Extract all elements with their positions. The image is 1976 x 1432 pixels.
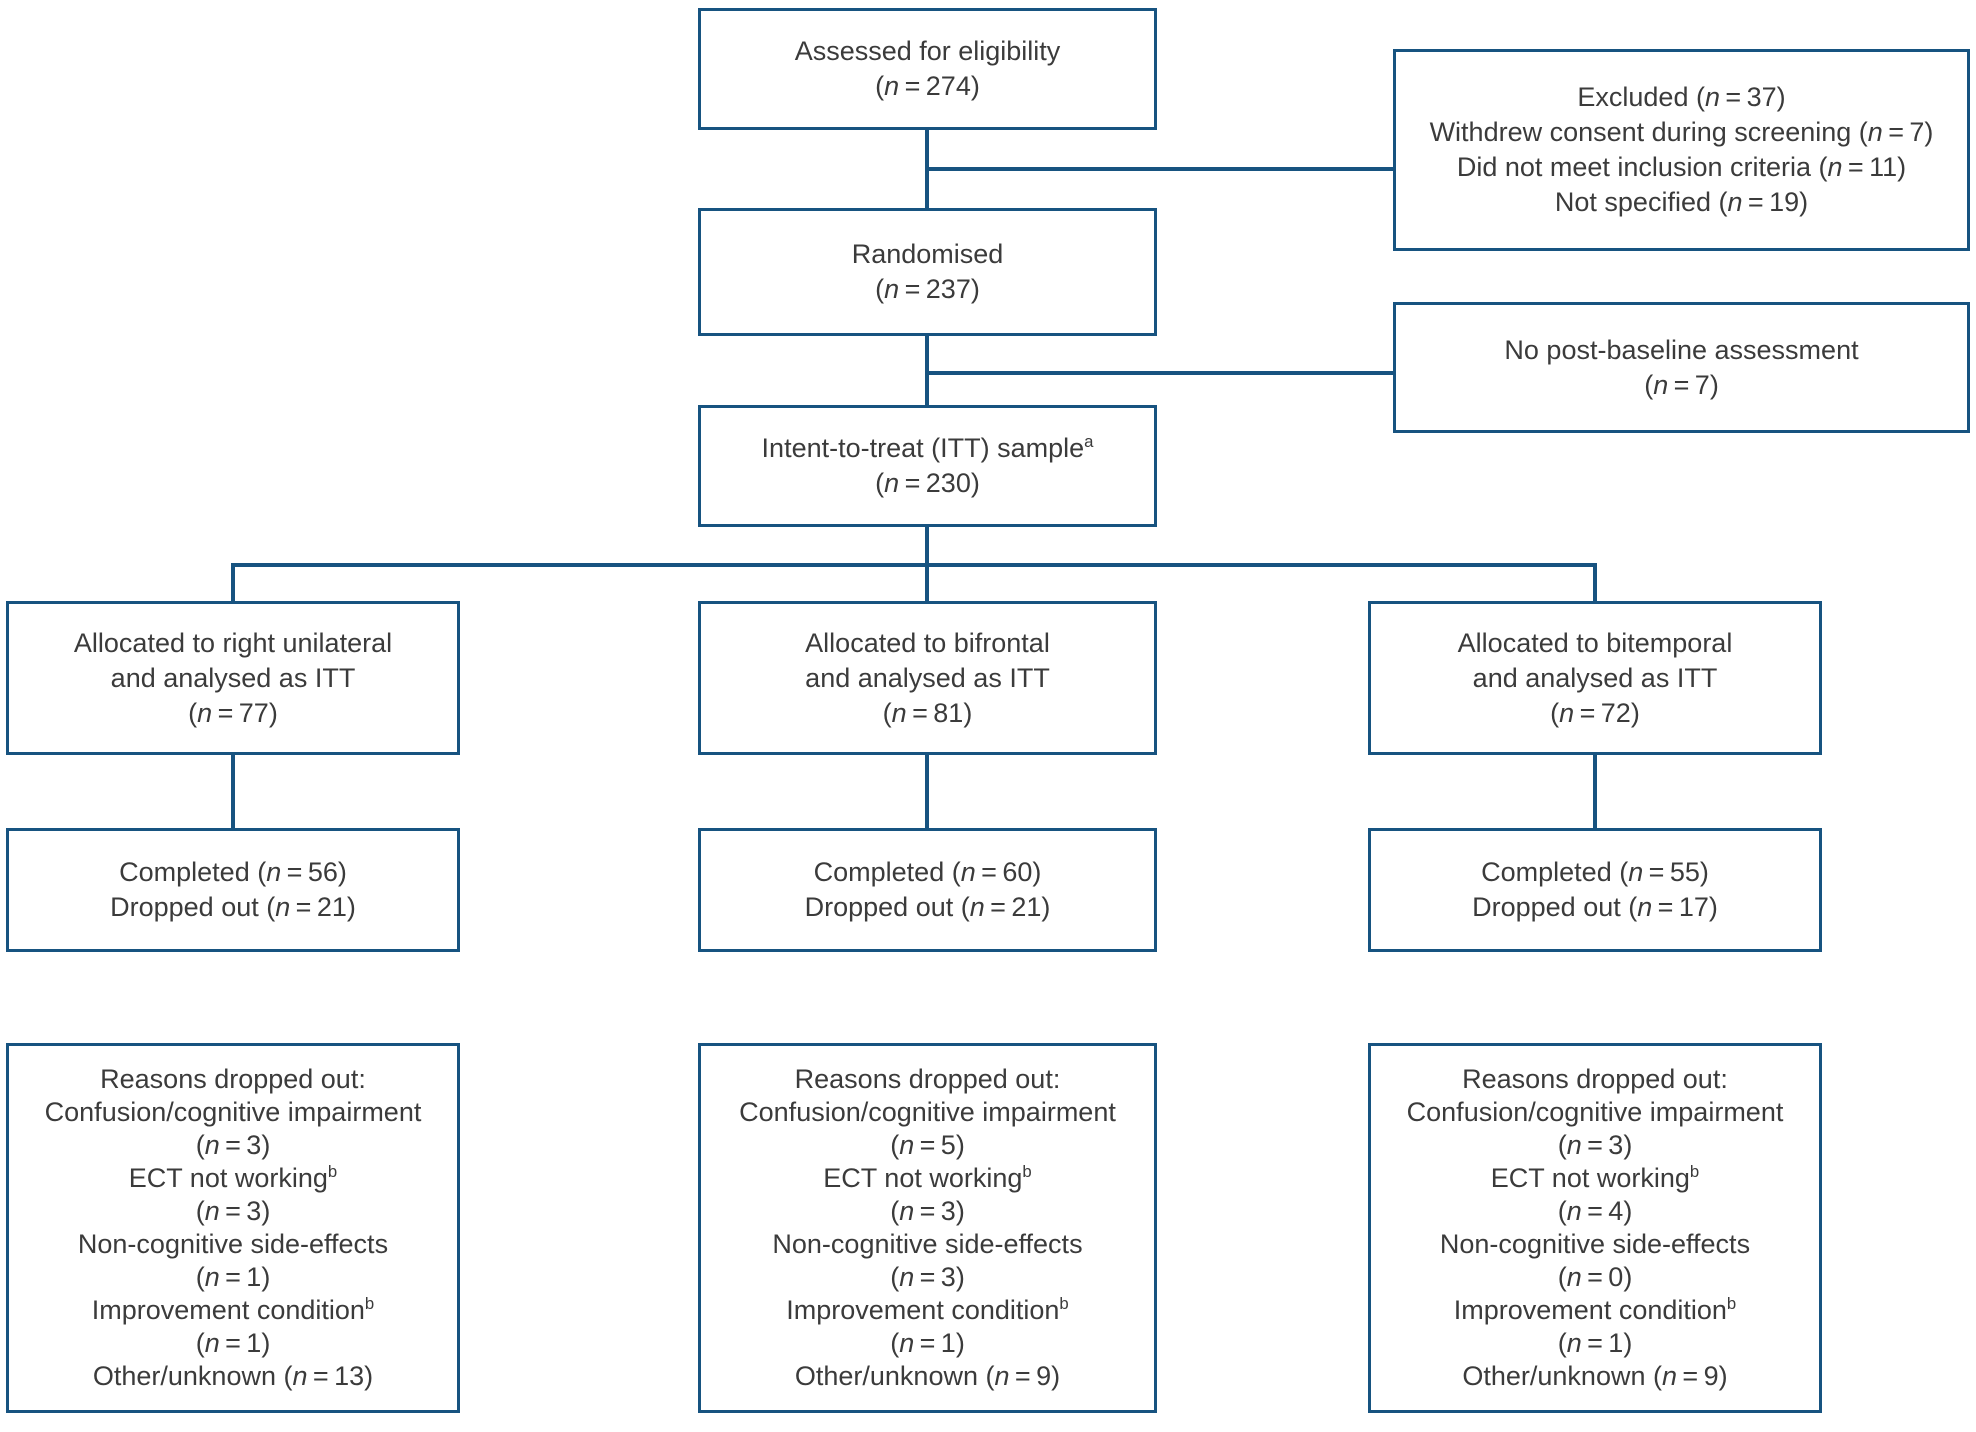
box-allocated-right-unilateral: Allocated to right unilateral and analyse… xyxy=(6,601,460,755)
box-itt-sample: Intent-to-treat (ITT) samplea (n = 230) xyxy=(698,405,1157,527)
connector-randomised-to-itt xyxy=(925,336,929,405)
box-text-line: Non-cognitive side-effects xyxy=(772,1229,1083,1259)
box-text-line: (n = 1) xyxy=(195,1262,271,1292)
box-text-line: Completed (n = 60) xyxy=(813,857,1042,887)
box-reasons-bifrontal: Reasons dropped out:Confusion/cognitive … xyxy=(698,1043,1157,1413)
box-text-line: (n = 3) xyxy=(195,1196,271,1226)
box-text-line: Completed (n = 55) xyxy=(1481,857,1709,887)
box-text-line: Reasons dropped out: xyxy=(794,1064,1061,1094)
box-randomised: Randomised (n = 237) xyxy=(698,208,1157,336)
box-text-line: Randomised xyxy=(851,239,1004,269)
box-text-line: ECT not workingb xyxy=(823,1162,1032,1193)
box-text-line: Assessed for eligibility xyxy=(794,36,1061,66)
box-text-line: ECT not workingb xyxy=(128,1162,338,1193)
box-text-line: Other/unknown (n = 9) xyxy=(794,1361,1061,1391)
box-text-line: Dropped out (n = 21) xyxy=(804,892,1051,922)
box-text-line: (n = 4) xyxy=(1557,1196,1633,1226)
box-text-line: (n = 7) xyxy=(1644,369,1719,400)
box-text-line: Other/unknown (n = 13) xyxy=(92,1361,374,1391)
box-text-line: (n = 0) xyxy=(1557,1262,1633,1292)
box-allocated-bitemporal: Allocated to bitemporal and analysed as I… xyxy=(1368,601,1822,755)
box-text-line: Improvement conditionb xyxy=(91,1294,375,1325)
box-text-line: Improvement conditionb xyxy=(1453,1294,1737,1325)
box-text-line: Withdrew consent during screening (n = 7… xyxy=(1429,117,1934,147)
box-text-line: ECT not workingb xyxy=(1490,1162,1700,1193)
box-text-line: Excluded (n = 37) xyxy=(1577,82,1786,112)
box-text-line: (n = 237) xyxy=(875,274,980,304)
box-reasons-right-unilateral: Reasons dropped out:Confusion/cognitive … xyxy=(6,1043,460,1413)
box-text-line: (n = 1) xyxy=(1557,1328,1633,1358)
box-text-line: Non-cognitive side-effects xyxy=(77,1229,389,1259)
box-text-line: Confusion/cognitive impairment xyxy=(1406,1097,1784,1127)
box-text-line: (n = 230) xyxy=(875,468,980,498)
box-text-line: Non-cognitive side-effects xyxy=(1439,1229,1751,1259)
box-text-line: (n = 3) xyxy=(890,1196,965,1226)
box-text-line: Confusion/cognitive impairment xyxy=(739,1097,1116,1127)
box-text-line: Dropped out (n = 17) xyxy=(1472,892,1718,922)
box-excluded: Excluded (n = 37) Withdrew consent during… xyxy=(1393,49,1970,251)
box-reasons-bitemporal: Reasons dropped out:Confusion/cognitive … xyxy=(1368,1043,1822,1413)
connector-branch-to-right-unilateral xyxy=(231,563,235,601)
box-text-line: and analysed as ITT xyxy=(110,662,356,693)
box-text-line: Reasons dropped out: xyxy=(1462,1064,1728,1094)
connector-branch-to-bitemporal xyxy=(1593,563,1597,601)
box-no-post-baseline: No post-baseline assessment (n = 7) xyxy=(1393,302,1970,433)
box-text-line: Allocated to bifrontal xyxy=(805,627,1050,658)
box-text-line: (n = 3) xyxy=(195,1130,271,1160)
box-text-line: No post-baseline assessment xyxy=(1504,334,1859,365)
box-text-line: Not specified (n = 19) xyxy=(1554,187,1809,217)
connector-branch-to-no-post-baseline xyxy=(927,371,1393,375)
box-text-line: Did not meet inclusion criteria (n = 11) xyxy=(1456,152,1907,182)
box-text-line: (n = 5) xyxy=(890,1130,965,1160)
connector-bitemporal-to-completed xyxy=(1593,755,1597,828)
box-text-line: Intent-to-treat (ITT) samplea xyxy=(761,432,1094,463)
box-completed-bifrontal: Completed (n = 60) Dropped out (n = 21) xyxy=(698,828,1157,952)
connector-allocation-branch-horizontal xyxy=(231,563,1597,567)
box-text-line: Other/unknown (n = 9) xyxy=(1462,1361,1728,1391)
box-text-line: (n = 72) xyxy=(1550,697,1640,728)
box-text-line: (n = 1) xyxy=(195,1328,271,1358)
connector-right-unilateral-to-completed xyxy=(231,755,235,828)
box-text-line: (n = 77) xyxy=(188,697,278,728)
box-text-line: (n = 3) xyxy=(1557,1130,1633,1160)
box-text-line: and analysed as ITT xyxy=(1472,662,1718,693)
box-completed-right-unilateral: Completed (n = 56) Dropped out (n = 21) xyxy=(6,828,460,952)
box-text-line: Reasons dropped out: xyxy=(100,1064,366,1094)
box-text-line: Confusion/cognitive impairment xyxy=(44,1097,422,1127)
box-completed-bitemporal: Completed (n = 55) Dropped out (n = 17) xyxy=(1368,828,1822,952)
box-text-line: (n = 81) xyxy=(882,697,973,728)
connector-branch-to-excluded xyxy=(927,167,1393,171)
connector-bifrontal-to-completed xyxy=(925,755,929,828)
box-text-line: Allocated to bitemporal xyxy=(1457,627,1733,658)
box-assessed-eligibility: Assessed for eligibility (n = 274) xyxy=(698,8,1157,130)
box-allocated-bifrontal: Allocated to bifrontal and analysed as IT… xyxy=(698,601,1157,755)
box-text-line: (n = 1) xyxy=(890,1328,965,1358)
box-text-line: Allocated to right unilateral xyxy=(73,627,393,658)
box-text-line: and analysed as ITT xyxy=(805,662,1050,693)
box-text-line: (n = 274) xyxy=(875,71,980,101)
box-text-line: (n = 3) xyxy=(890,1262,965,1292)
box-text-line: Improvement conditionb xyxy=(786,1294,1069,1325)
box-text-line: Dropped out (n = 21) xyxy=(110,892,356,922)
box-text-line: Completed (n = 56) xyxy=(119,857,347,887)
